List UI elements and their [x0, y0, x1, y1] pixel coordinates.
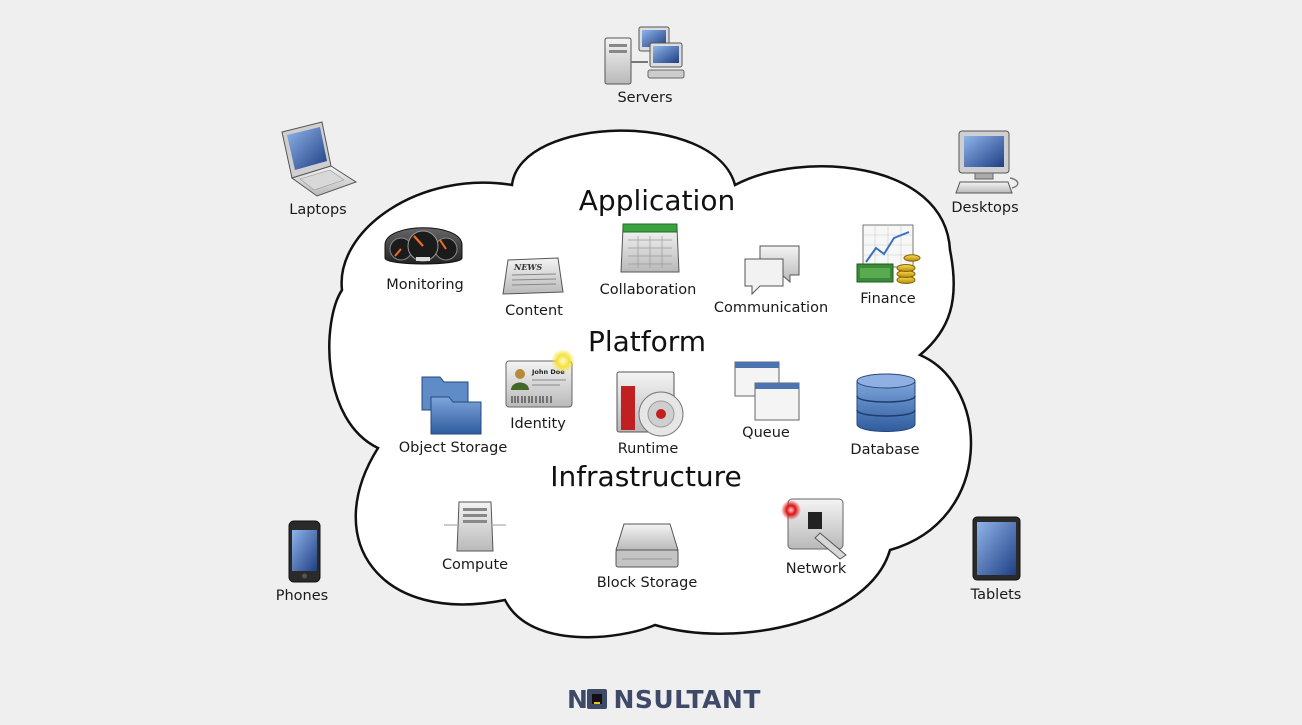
finance-label: Finance	[860, 291, 916, 307]
logo-suffix: NSULTANT	[613, 685, 760, 714]
identity-label: Identity	[510, 416, 566, 432]
servers-icon	[604, 26, 685, 85]
hard-drive-icon	[615, 523, 679, 568]
monitoring-gauge-icon	[384, 227, 463, 265]
desktop-icon	[955, 130, 1019, 194]
id-card-icon: John Doe	[505, 349, 575, 408]
servers-label: Servers	[617, 90, 672, 106]
newspaper-icon-text: NEWS	[513, 262, 542, 272]
compute-server-icon	[444, 501, 506, 552]
section-heading-application: Application	[579, 184, 735, 217]
desktops-label: Desktops	[951, 200, 1018, 216]
compute-label: Compute	[442, 557, 508, 573]
tablets-label: Tablets	[970, 587, 1022, 603]
network-port-icon	[781, 498, 847, 560]
runtime-label: Runtime	[618, 441, 679, 457]
section-heading-infrastructure: Infrastructure	[550, 460, 742, 493]
laptop-icon	[281, 121, 358, 197]
newspaper-icon: NEWS	[502, 257, 564, 295]
phones-label: Phones	[276, 588, 328, 604]
tablet-icon	[972, 516, 1021, 581]
communication-label: Communication	[714, 300, 828, 316]
speech-bubbles-icon	[744, 245, 800, 296]
nonsultant-logo: N NSULTANT	[567, 685, 761, 714]
calendar-icon	[620, 223, 680, 273]
block-storage-label: Block Storage	[597, 575, 698, 591]
database-label: Database	[850, 442, 919, 458]
finance-icon	[856, 224, 921, 284]
database-icon	[856, 373, 916, 432]
folder-icon	[421, 376, 482, 435]
queue-icon	[734, 361, 800, 421]
queue-label: Queue	[742, 425, 790, 441]
runtime-icon	[616, 371, 684, 437]
laptops-label: Laptops	[289, 202, 346, 218]
logo-prefix: N	[567, 685, 588, 714]
monitoring-label: Monitoring	[386, 277, 464, 293]
phone-icon	[288, 520, 321, 583]
network-label: Network	[786, 561, 847, 577]
collaboration-label: Collaboration	[600, 282, 697, 298]
id-card-name: John Doe	[531, 368, 565, 376]
content-label: Content	[505, 303, 563, 319]
section-heading-platform: Platform	[588, 325, 706, 358]
object-storage-label: Object Storage	[399, 440, 508, 456]
